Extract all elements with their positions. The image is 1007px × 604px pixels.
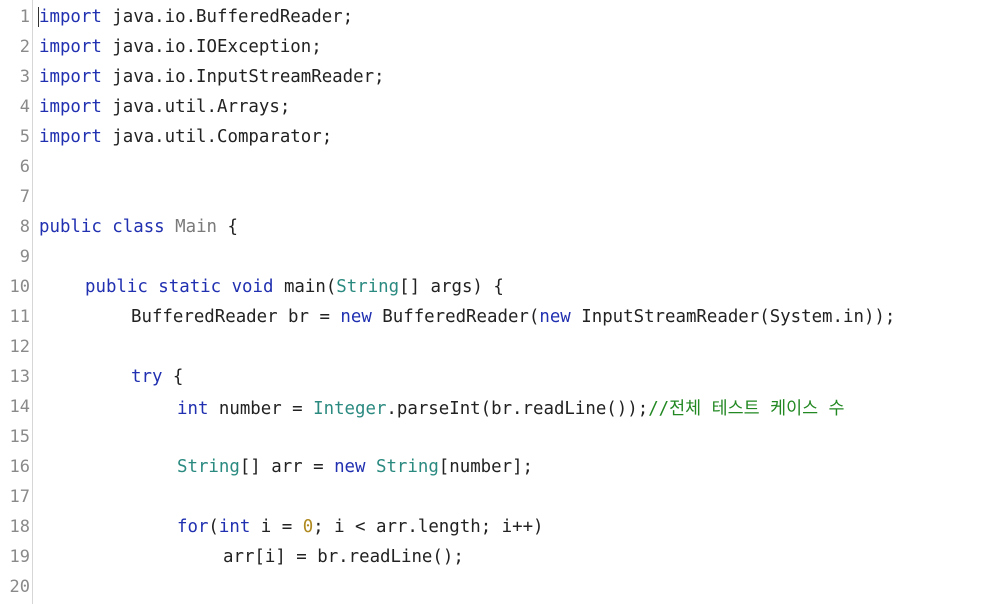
code-text: import java.util.Arrays;: [39, 97, 290, 117]
code-token: java.util.Arrays;: [101, 97, 291, 117]
code-line[interactable]: 20: [0, 572, 1007, 602]
code-token: import: [39, 67, 102, 87]
line-number: 15: [9, 427, 30, 447]
line-number: 19: [9, 547, 30, 567]
code-text: public static void main(String[] args) {: [85, 277, 504, 297]
code-token: BufferedReader br =: [131, 307, 341, 327]
line-number: 4: [19, 97, 30, 117]
line-number: 5: [19, 127, 30, 147]
code-line[interactable]: 2 import java.io.IOException;: [0, 32, 1007, 62]
line-number: 8: [19, 217, 30, 237]
line-number: 7: [19, 187, 30, 207]
code-token: {: [162, 367, 184, 387]
code-token: String: [177, 457, 240, 477]
code-token: number =: [208, 398, 314, 419]
code-token: java.io.IOException;: [101, 37, 322, 57]
code-token: public class: [39, 217, 165, 237]
code-token: String: [336, 277, 400, 297]
code-line[interactable]: 6: [0, 152, 1007, 182]
code-token: import: [39, 37, 102, 57]
code-line[interactable]: 4 import java.util.Arrays;: [0, 92, 1007, 122]
code-text: int number = Integer.parseInt(br.readLin…: [177, 395, 845, 420]
line-number: 14: [9, 397, 30, 417]
code-token: 0: [302, 517, 314, 537]
line-number: 3: [19, 67, 30, 87]
code-line[interactable]: 9: [0, 242, 1007, 272]
code-text: try {: [131, 367, 183, 387]
code-token: for: [177, 517, 209, 537]
code-line[interactable]: 15: [0, 422, 1007, 452]
code-text: String[] arr = new String[number];: [177, 457, 533, 477]
line-number: 13: [9, 367, 30, 387]
code-token: int: [218, 517, 251, 537]
code-line[interactable]: 3 import java.io.InputStreamReader;: [0, 62, 1007, 92]
code-token: java.util.Comparator;: [101, 127, 333, 147]
code-line[interactable]: 12: [0, 332, 1007, 362]
code-token: i =: [250, 517, 303, 537]
code-token: java.io.InputStreamReader;: [101, 67, 385, 87]
code-text: import java.io.BufferedReader;: [39, 7, 353, 27]
code-token: Integer: [313, 398, 387, 419]
code-token: new: [340, 307, 372, 327]
code-token: //전체 테스트 케이스 수: [648, 398, 845, 419]
code-text: for(int i = 0; i < arr.length; i++): [177, 517, 544, 537]
line-number: 16: [9, 457, 30, 477]
code-line[interactable]: 1 import java.io.BufferedReader;: [0, 2, 1007, 32]
code-text: public class Main {: [39, 217, 238, 237]
code-text: arr[i] = br.readLine();: [223, 547, 464, 567]
line-number: 6: [19, 157, 30, 177]
code-token: [365, 457, 375, 477]
code-token: java.io.BufferedReader;: [101, 7, 354, 27]
code-line[interactable]: 10 public static void main(String[] args)…: [0, 272, 1007, 302]
code-token: Main: [175, 217, 218, 237]
code-line[interactable]: 19 arr[i] = br.readLine();: [0, 542, 1007, 572]
code-token: public static void: [85, 277, 274, 297]
code-token: BufferedReader(: [371, 307, 540, 327]
text-caret: [38, 7, 39, 27]
line-number: 20: [9, 577, 30, 597]
code-text: import java.io.IOException;: [39, 37, 322, 57]
code-token: .parseInt(br.readLine());: [386, 398, 649, 419]
code-token: ; i < arr.length; i++): [313, 517, 544, 537]
line-number: 9: [19, 247, 30, 267]
code-token: InputStreamReader(System.in));: [570, 307, 896, 327]
code-token: [] args) {: [399, 277, 504, 297]
code-line[interactable]: 13 try {: [0, 362, 1007, 392]
code-line[interactable]: 5 import java.util.Comparator;: [0, 122, 1007, 152]
code-token: import: [39, 97, 102, 117]
code-line[interactable]: 18 for(int i = 0; i < arr.length; i++): [0, 512, 1007, 542]
gutter-divider: [32, 0, 33, 604]
code-token: main(: [273, 277, 337, 297]
line-number: 10: [9, 277, 30, 297]
code-text: import java.io.InputStreamReader;: [39, 67, 385, 87]
code-text: import java.util.Comparator;: [39, 127, 332, 147]
line-number: 17: [9, 487, 30, 507]
code-token: new: [334, 457, 366, 477]
line-number: 1: [19, 7, 30, 27]
code-text: BufferedReader br = new BufferedReader(n…: [131, 307, 895, 327]
line-number: 18: [9, 517, 30, 537]
code-line[interactable]: 11 BufferedReader br = new BufferedReader…: [0, 302, 1007, 332]
code-token: import: [39, 127, 102, 147]
code-token: {: [217, 217, 238, 237]
line-number: 2: [19, 37, 30, 57]
code-token: new: [539, 307, 571, 327]
code-line[interactable]: 7: [0, 182, 1007, 212]
code-token: [] arr =: [239, 457, 335, 477]
code-token: int: [177, 398, 209, 419]
code-token: [number];: [438, 457, 534, 477]
code-token: (: [208, 517, 219, 537]
code-token: String: [375, 457, 439, 477]
line-number: 11: [9, 307, 30, 327]
code-token: arr[i] = br.readLine();: [223, 547, 464, 567]
code-token: import: [39, 7, 102, 27]
code-line[interactable]: 14 int number = Integer.parseInt(br.readL…: [0, 392, 1007, 422]
code-token: [165, 217, 175, 237]
code-token: try: [131, 367, 163, 387]
code-line[interactable]: 8 public class Main {: [0, 212, 1007, 242]
code-line[interactable]: 17: [0, 482, 1007, 512]
line-number: 12: [9, 337, 30, 357]
